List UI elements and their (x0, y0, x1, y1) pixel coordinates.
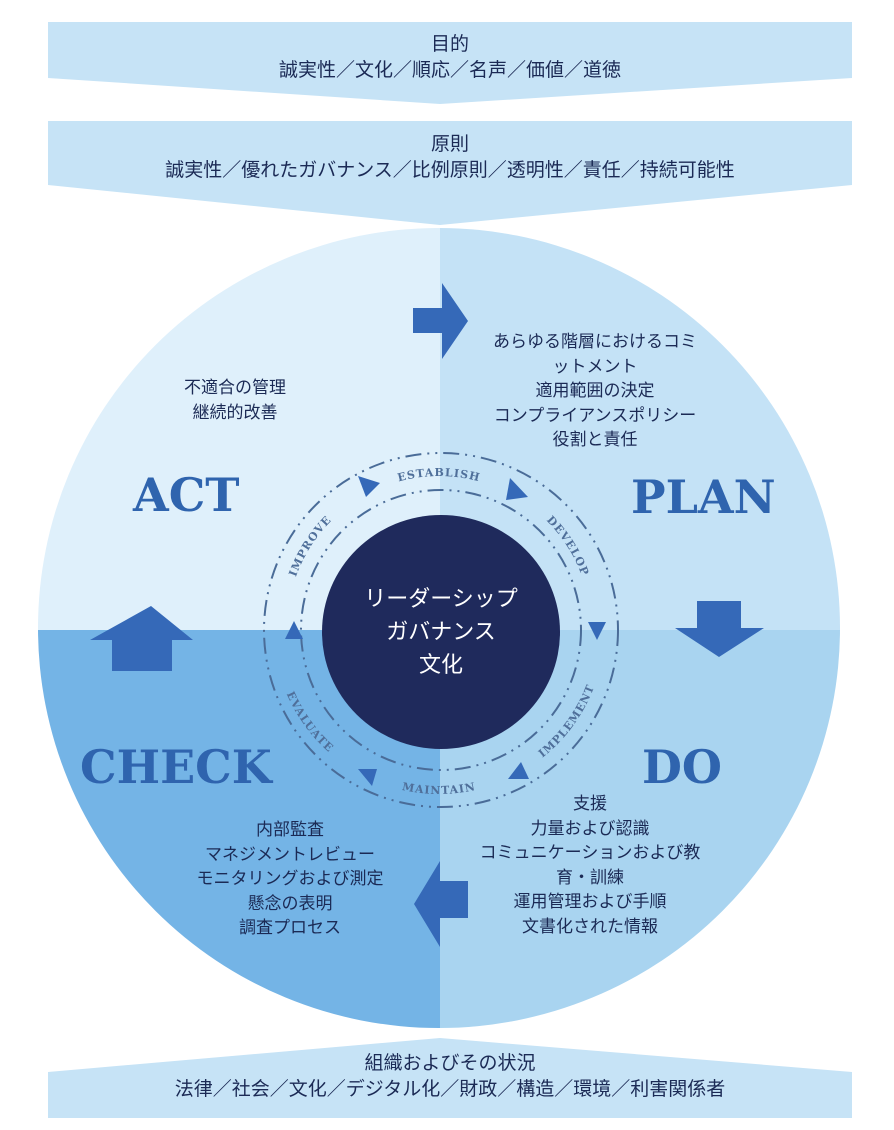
do-item: 文書化された情報 (522, 916, 658, 937)
do-item: コミュニケーションおよび教 (479, 843, 701, 863)
purpose-title: 目的 (430, 33, 469, 55)
check-item: 内部監査 (256, 820, 324, 840)
plan-item: 適用範囲の決定 (535, 381, 655, 401)
cycle-step-maintain: MAINTAIN (401, 780, 477, 797)
context-items: 法律／社会／文化／デジタル化／財政／構造／環境／利害関係者 (174, 1078, 726, 1100)
principles-title: 原則 (430, 133, 469, 155)
context-title: 組織およびその状況 (364, 1052, 536, 1074)
do-items: 支援 力量および認識 コミュニケーションおよび教 育・訓練 運用管理および手順 … (465, 792, 715, 939)
do-item: 育・訓練 (556, 867, 624, 888)
plan-item: あらゆる階層におけるコミ (493, 332, 697, 352)
center-label: リーダーシップ ガバナンス 文化 (331, 583, 551, 682)
check-item: 懸念の表明 (247, 893, 333, 914)
cycle-arrow-icon (588, 622, 606, 640)
do-label: DO (642, 740, 722, 794)
do-item: 支援 (573, 794, 607, 814)
plan-item: コンプライアンスポリシー (493, 405, 697, 426)
check-item: マネジメントレビュー (205, 844, 375, 865)
do-item: 力量および認識 (530, 818, 650, 839)
plan-item: 役割と責任 (552, 430, 638, 450)
purpose-items: 誠実性／文化／順応／名声／価値／道徳 (278, 59, 621, 81)
arrow-left-icon (414, 861, 468, 947)
center-circle (322, 515, 560, 749)
act-label: ACT (133, 468, 240, 522)
act-items: 不適合の管理 継続的改善 (120, 376, 350, 425)
plan-label: PLAN (631, 470, 776, 524)
purpose-banner (48, 22, 852, 104)
plan-item: ットメント (552, 356, 638, 377)
check-item: 調査プロセス (239, 918, 341, 938)
inner-cycle-ring (300, 489, 582, 771)
cycle-arrow-icon (285, 621, 303, 639)
context-banner (48, 1038, 852, 1118)
act-item: 継続的改善 (192, 402, 278, 423)
check-items: 内部監査 マネジメントレビュー モニタリングおよび測定 懸念の表明 調査プロセス (180, 818, 400, 941)
cycle-arrow-icon (358, 476, 380, 497)
check-item: モニタリングおよび測定 (196, 869, 384, 889)
outer-cycle-ring (263, 452, 619, 808)
center-line: ガバナンス (386, 620, 496, 645)
center-line: リーダーシップ (364, 587, 518, 612)
center-line: 文化 (418, 653, 463, 678)
principles-items: 誠実性／優れたガバナンス／比例原則／透明性／責任／持続可能性 (165, 159, 735, 181)
cycle-step-establish: ESTABLISH (396, 466, 482, 484)
arrow-down-icon (675, 601, 764, 657)
arrow-right-icon (413, 283, 468, 359)
cycle-arrow-icon (506, 478, 528, 500)
arrow-up-icon (90, 606, 193, 671)
check-label: CHECK (80, 740, 272, 794)
cycle-arrow-icon (358, 769, 377, 786)
principles-banner (48, 121, 852, 225)
cycle-arrow-icon (508, 762, 529, 779)
act-item: 不適合の管理 (184, 378, 286, 398)
do-item: 運用管理および手順 (513, 892, 667, 912)
plan-items: あらゆる階層におけるコミ ットメント 適用範囲の決定 コンプライアンスポリシー … (470, 330, 720, 453)
